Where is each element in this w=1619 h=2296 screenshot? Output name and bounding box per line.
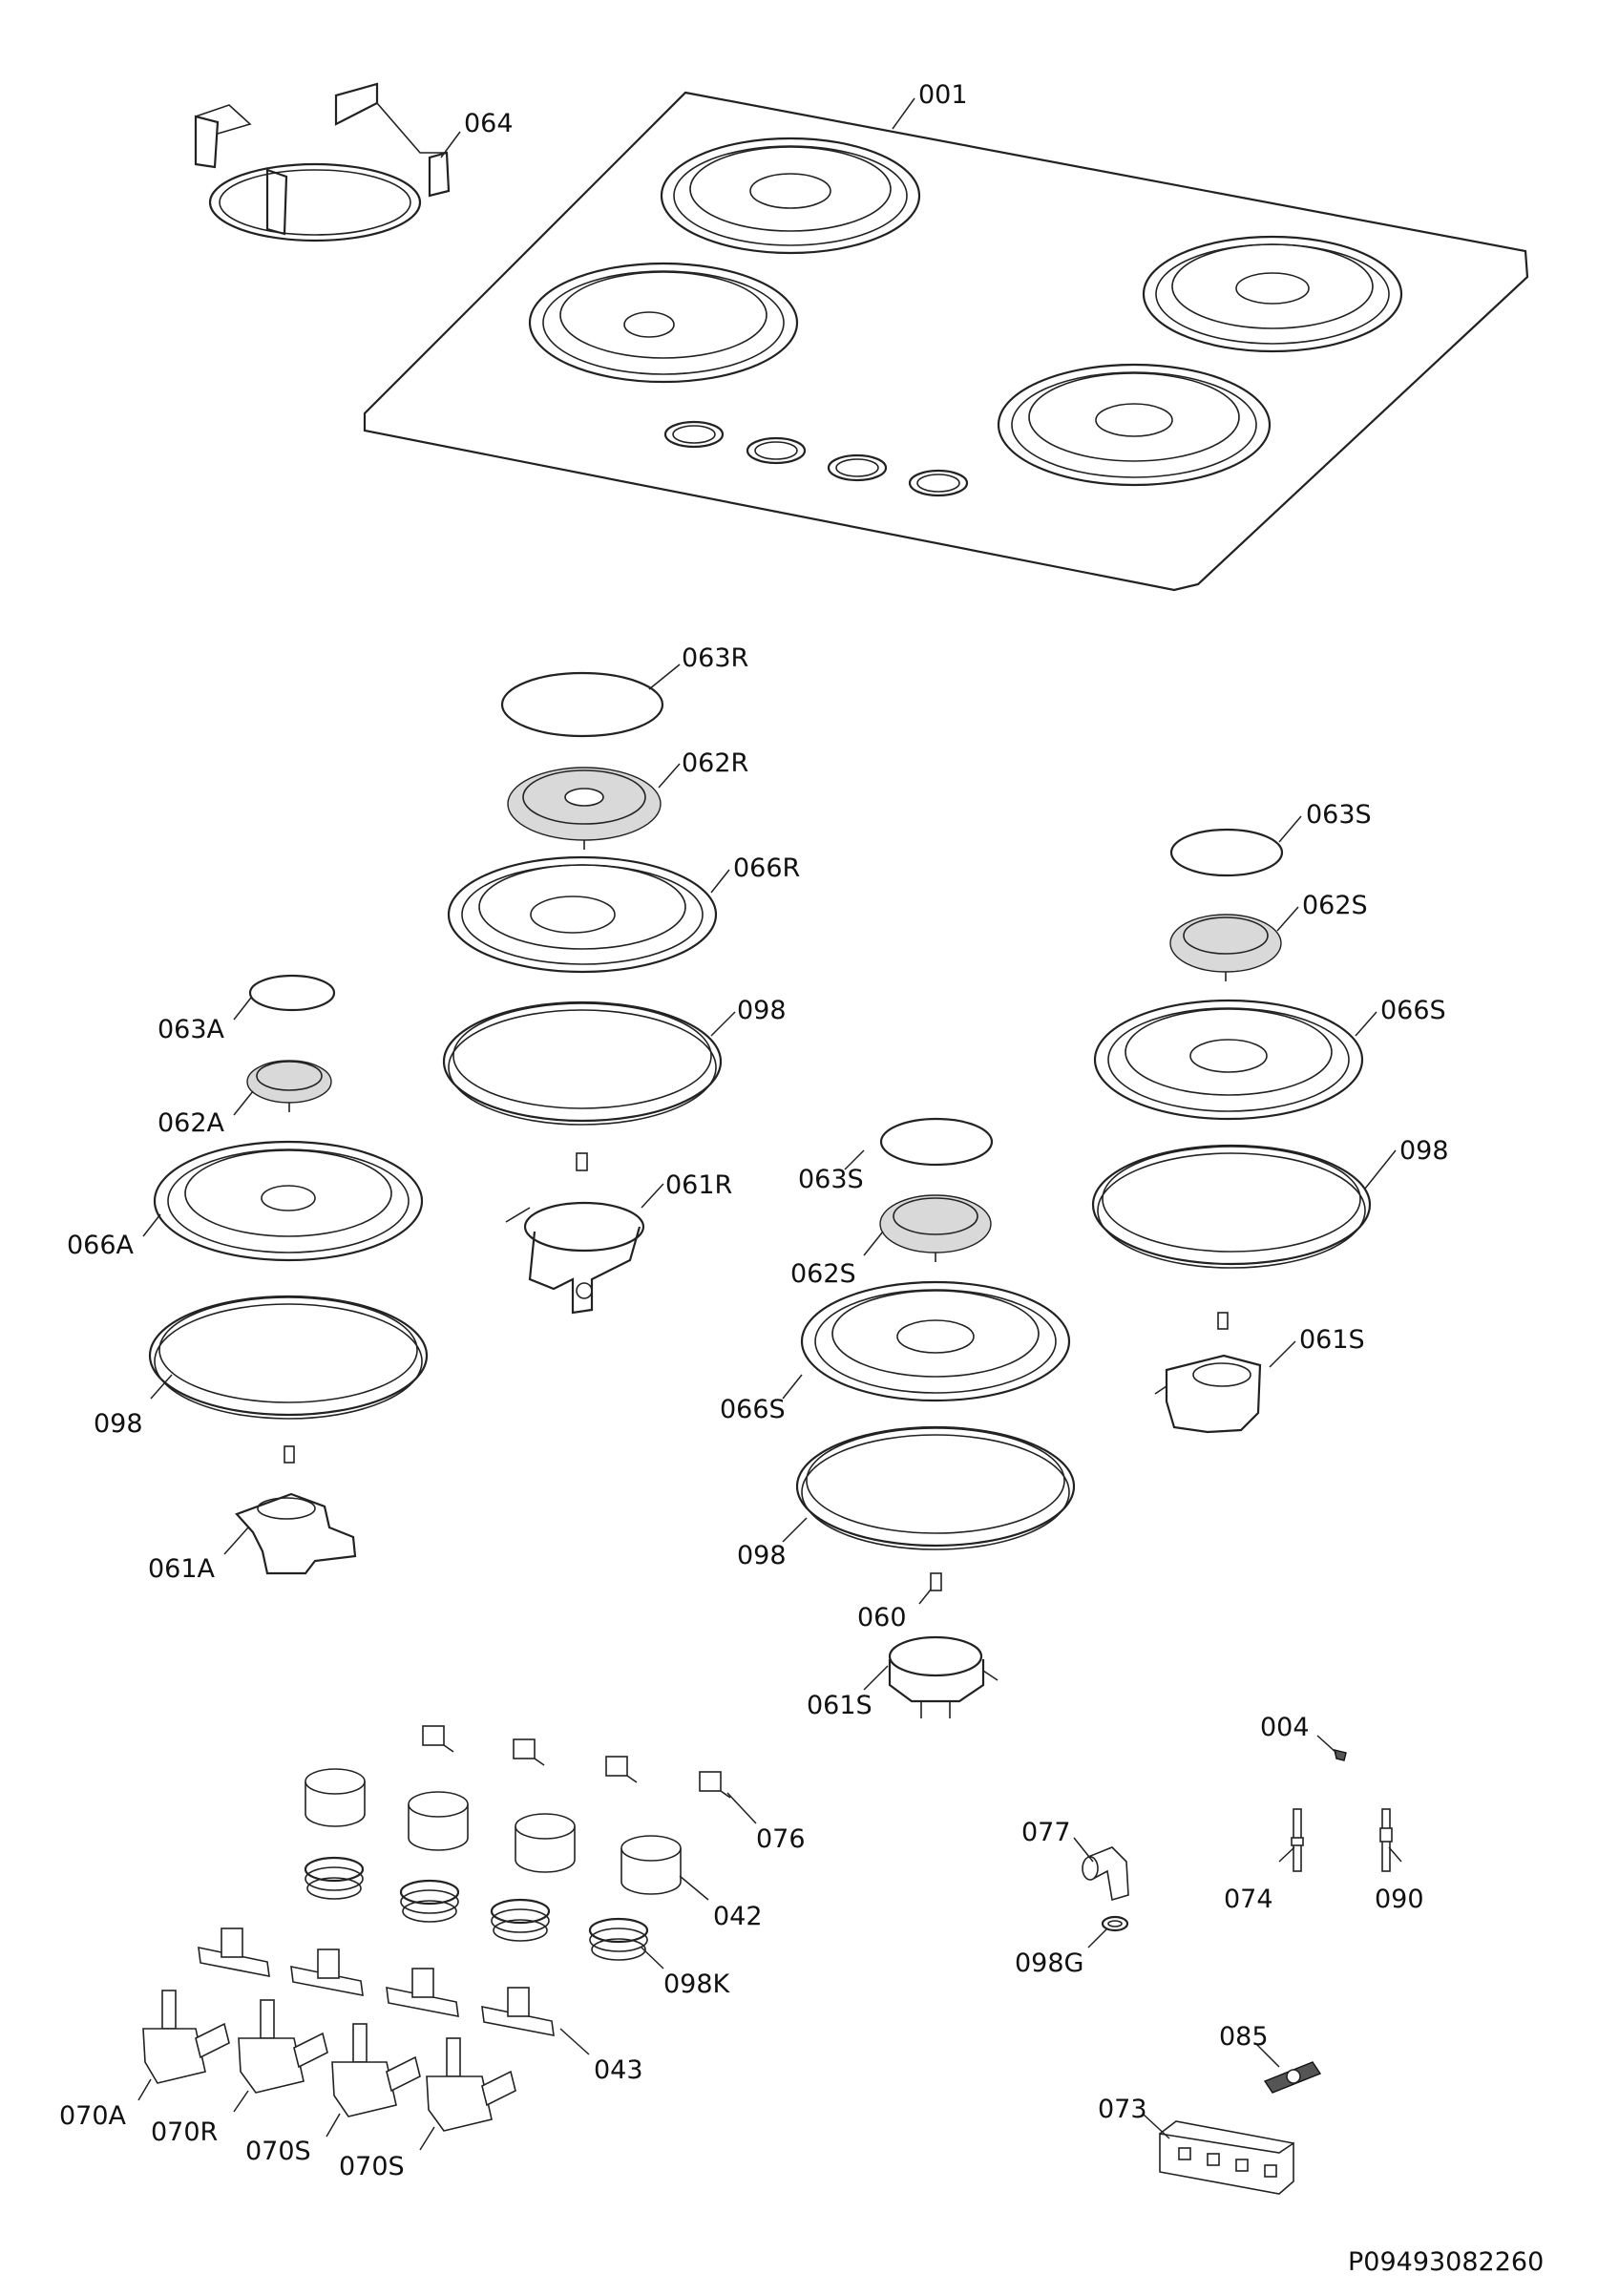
label-043: 043 [594,2055,643,2085]
part-061S-burner-base-mid [888,1635,999,1718]
label-063S-mid: 063S [798,1165,864,1194]
label-061S-right: 061S [1299,1325,1365,1355]
part-063A-burner-cap [248,974,336,1012]
hob-burner-top-left [528,262,799,384]
part-098G-seal [1101,1915,1129,1932]
part-043-switch-brackets [198,1927,555,2036]
label-098-s-mid: 098 [737,1541,787,1570]
label-062S-mid: 062S [790,1259,856,1289]
part-066S-burner-ring-right [1093,999,1364,1121]
label-098-s-right: 098 [1399,1136,1449,1166]
part-066S-burner-ring-mid [800,1280,1071,1402]
part-070-gas-valves [142,1990,516,2132]
part-062S-flame-spreader-mid [879,1194,992,1262]
label-098G: 098G [1015,1948,1083,1978]
label-062R: 062R [682,748,748,778]
document-id: P09493082260 [1348,2247,1544,2277]
label-064: 064 [464,109,514,138]
label-073: 073 [1098,2095,1147,2124]
label-074: 074 [1224,1885,1273,1914]
label-066R: 066R [733,853,800,883]
part-061R-burner-base [505,1152,645,1315]
label-066A: 066A [67,1231,135,1260]
part-074-thermocouple [1291,1808,1304,1872]
label-063R: 063R [682,643,748,673]
label-062A: 062A [158,1108,225,1138]
part-062R-flame-spreader [507,767,662,850]
label-061S-mid: 061S [807,1691,873,1720]
part-066A-burner-ring [153,1140,424,1262]
label-070R: 070R [151,2117,218,2147]
hob-burner-front-right [997,363,1272,487]
label-098-r: 098 [737,996,787,1025]
part-098-seal-a [148,1295,429,1420]
label-063A: 063A [158,1015,225,1044]
hob-burner-top-back [660,137,921,255]
label-061R: 061R [665,1170,732,1200]
label-085: 085 [1219,2022,1269,2052]
label-066S-mid: 066S [720,1395,786,1424]
part-098-seal-s-mid [795,1425,1076,1550]
part-042-control-knobs [305,1768,682,1895]
part-085-clip [1263,2061,1322,2094]
label-070S-2: 070S [339,2152,405,2181]
label-004: 004 [1260,1713,1310,1742]
label-070S-1: 070S [245,2137,311,2166]
label-061A: 061A [148,1554,216,1584]
part-076-knob-clips [422,1725,731,1799]
part-060-injector [930,1572,942,1591]
part-073-ignition-generator [1159,2120,1294,2195]
part-062S-flame-spreader-right [1169,914,1282,981]
part-063R-burner-cap [500,671,664,738]
part-066R-burner-ring [447,855,718,974]
part-090-spark-electrode [1379,1808,1393,1872]
part-labels: 001 064 063R 062R 066R 098 061R 063S 062… [59,80,1544,2277]
label-090: 090 [1375,1885,1424,1914]
part-063S-burner-cap-mid [879,1117,994,1167]
hob-burner-top-right [1142,235,1403,353]
part-098K-knob-seals [304,1856,649,1961]
label-060: 060 [857,1603,907,1632]
leader-lines [137,97,1402,2151]
part-001-hob-top [363,91,1529,592]
part-061S-burner-base-right [1154,1312,1262,1434]
part-063S-burner-cap-right [1169,828,1284,877]
label-066S-right: 066S [1380,996,1446,1025]
part-004-screw [1334,1749,1347,1761]
part-062A-flame-spreader [246,1060,332,1112]
label-098K: 098K [663,1970,731,1999]
label-063S-right: 063S [1306,800,1372,830]
label-001: 001 [918,80,968,110]
part-064-pan-support [194,82,451,242]
part-098-seal-s-right [1091,1144,1372,1269]
label-077: 077 [1021,1818,1071,1847]
label-070A: 070A [59,2101,127,2131]
label-042: 042 [713,1902,763,1931]
label-076: 076 [756,1824,806,1854]
label-098-a: 098 [94,1409,143,1439]
label-062S-right: 062S [1302,891,1368,920]
part-077-gas-elbow [1082,1846,1129,1902]
part-061A-burner-base [235,1445,357,1575]
part-098-seal-r [442,1001,723,1126]
